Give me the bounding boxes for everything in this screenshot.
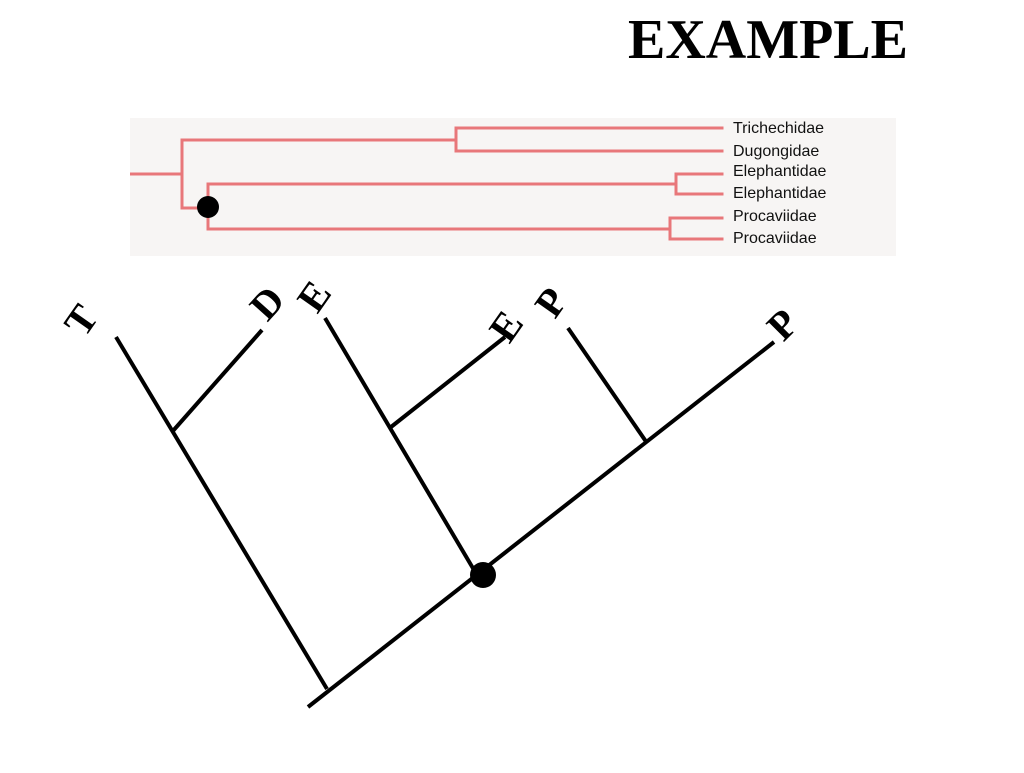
clade-label-p1: P [526,279,577,325]
reference-tree-panel: Trichechidae Dugongidae Elephantidae Ele… [130,118,896,256]
cladogram-svg: T D E E P P [55,272,807,709]
branch-t [114,335,329,691]
clade-label-t: T [55,296,107,344]
branch-e1 [323,316,476,572]
cladogram-spine [306,340,776,709]
reference-tree: Trichechidae Dugongidae Elephantidae Ele… [130,118,896,256]
taxon-label: Procaviidae [733,208,817,225]
taxon-label: Dugongidae [733,143,819,160]
taxon-label: Elephantidae [733,185,827,202]
taxon-label: Elephantidae [733,163,827,180]
branch-p1 [566,326,649,445]
cladogram-node [470,562,496,588]
cladogram: T D E E P P [0,256,1024,768]
taxon-label: Trichechidae [733,120,824,137]
highlighted-node [197,196,219,218]
clade-label-d: D [241,277,294,329]
clade-label-p2: P [758,300,807,349]
branch-d [170,328,264,434]
clade-label-e2: E [480,302,532,350]
slide-title: EXAMPLE [628,9,908,71]
clade-label-e1: E [288,272,340,320]
branch-e2 [389,335,507,429]
taxon-label: Procaviidae [733,230,817,247]
